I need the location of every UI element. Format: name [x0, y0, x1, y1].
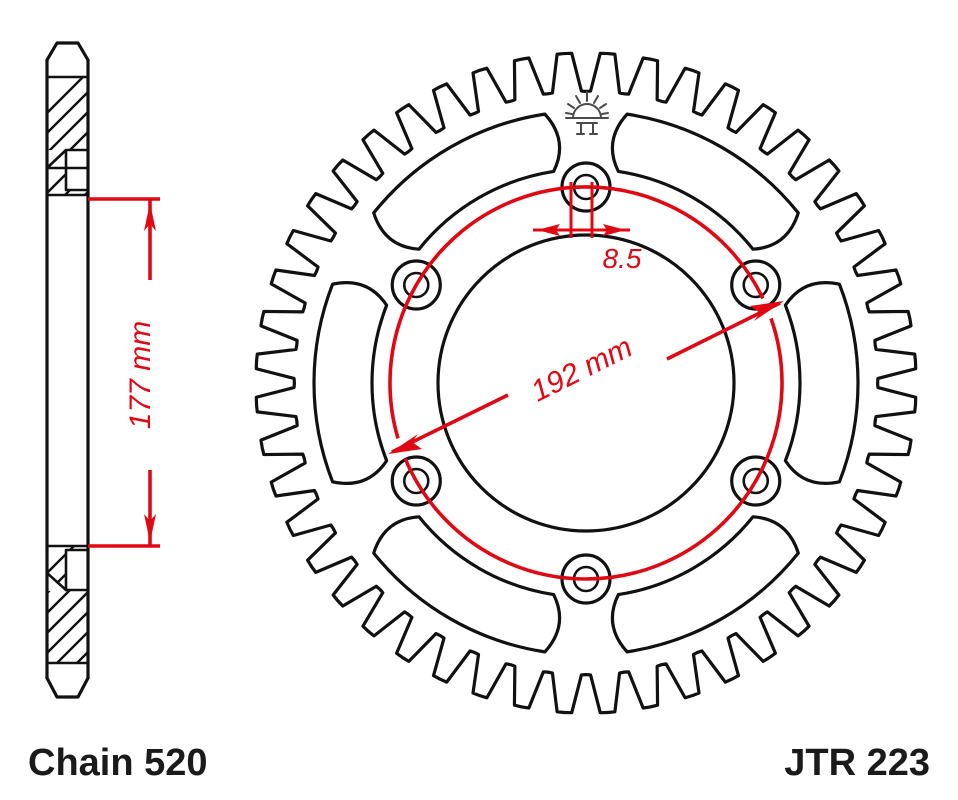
bolt-hole-outer-ring: [390, 259, 442, 311]
lightening-window: [372, 112, 562, 251]
chain-size-label: Chain 520: [28, 742, 208, 784]
dim192-label: 192 mm: [526, 331, 638, 409]
side-bottom-tooth-tip: [45, 676, 90, 699]
dim192-arrow-left: [388, 434, 422, 454]
lightening-window: [372, 515, 562, 654]
bolt-hole-inner-bore: [402, 467, 430, 495]
bolt-circle-192mm: [388, 185, 784, 581]
dimension-8point5: 8.5: [533, 182, 642, 274]
bolt-circle-arc-lower: [403, 317, 784, 581]
dim85-label: 8.5: [603, 243, 642, 274]
side-bottom-hatched-section: [45, 544, 90, 665]
bolt-hole-inner-bore: [402, 271, 430, 299]
bolt-hole-inner-bore: [742, 467, 770, 495]
side-bottom-inner-step: [64, 548, 90, 592]
side-top-hatched-section: [45, 75, 90, 197]
side-top-inner-step: [64, 148, 90, 192]
side-top-tooth-tip: [45, 41, 90, 62]
sunrise-icon: [565, 91, 609, 135]
side-top-shoulder: [45, 148, 90, 170]
sprocket-hub-bore: [436, 233, 736, 533]
sprocket-face-view: [254, 51, 918, 715]
part-number-label: JTR 223: [784, 742, 930, 784]
bolt-hole-outer-ring: [390, 455, 442, 507]
lightening-window: [610, 112, 800, 251]
dim192-arrow-right: [750, 301, 784, 321]
lightening-window: [312, 280, 389, 486]
bolt-hole-inner-bore: [742, 271, 770, 299]
side-bottom-shoulder: [45, 571, 90, 592]
sprocket-teeth-outline: [254, 51, 918, 715]
dim177-arrow-top: [144, 203, 156, 231]
lightening-window: [783, 280, 860, 486]
dimension-177mm: 177 mm: [88, 197, 160, 548]
dim177-label: 177 mm: [124, 321, 157, 429]
bolt-circle-arc-upper: [388, 185, 765, 439]
side-view-profile: [45, 41, 90, 699]
dim85-arrow-right: [603, 224, 626, 236]
dim85-arrow-left: [537, 224, 560, 236]
dim177-arrow-bottom: [144, 514, 156, 542]
lightening-window: [610, 515, 800, 654]
bolt-hole-outer-ring: [730, 455, 782, 507]
sprocket-lightening-windows: [312, 112, 860, 654]
